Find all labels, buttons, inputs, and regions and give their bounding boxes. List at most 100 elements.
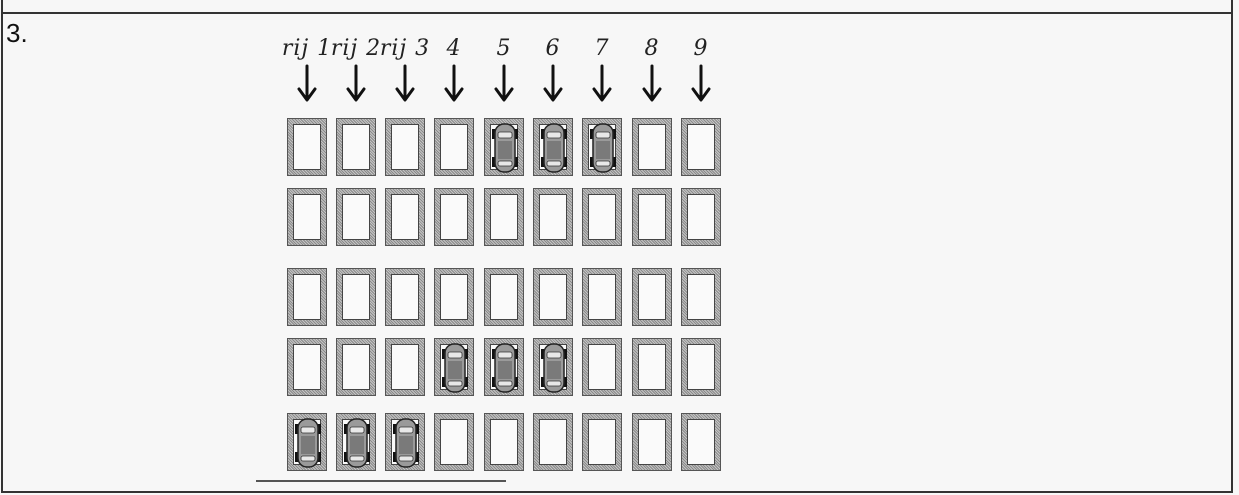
parking-slot bbox=[385, 118, 425, 176]
question-number: 3. bbox=[6, 18, 28, 49]
parking-slot bbox=[533, 188, 573, 246]
parking-slot bbox=[632, 268, 672, 326]
parking-slot bbox=[484, 188, 524, 246]
slot-inner bbox=[687, 344, 715, 390]
slot-inner bbox=[539, 194, 567, 240]
slot-inner bbox=[490, 194, 518, 240]
slot-inner bbox=[539, 419, 567, 465]
car-icon bbox=[590, 123, 616, 173]
car-icon bbox=[442, 343, 468, 393]
parking-slot bbox=[632, 118, 672, 176]
slot-inner bbox=[342, 274, 370, 320]
parking-slot bbox=[434, 188, 474, 246]
down-arrow-icon bbox=[492, 64, 516, 104]
down-arrow-icon bbox=[590, 64, 614, 104]
parking-slot-occupied bbox=[582, 118, 622, 176]
down-arrow-icon bbox=[640, 64, 664, 104]
slot-inner bbox=[342, 194, 370, 240]
slot-inner bbox=[440, 274, 468, 320]
parking-slot bbox=[533, 413, 573, 471]
parking-slot-occupied bbox=[484, 118, 524, 176]
parking-slot bbox=[434, 118, 474, 176]
parking-slot bbox=[582, 268, 622, 326]
car-icon bbox=[492, 123, 518, 173]
car-icon bbox=[541, 343, 567, 393]
car-icon bbox=[541, 123, 567, 173]
slot-inner bbox=[638, 419, 666, 465]
car-icon bbox=[492, 343, 518, 393]
parking-slot bbox=[582, 413, 622, 471]
slot-inner bbox=[293, 194, 321, 240]
parking-slot bbox=[434, 268, 474, 326]
parking-slot bbox=[582, 338, 622, 396]
parking-slot bbox=[484, 268, 524, 326]
parking-slot bbox=[632, 338, 672, 396]
slot-inner bbox=[687, 194, 715, 240]
parking-slot bbox=[681, 268, 721, 326]
slot-inner bbox=[588, 274, 616, 320]
slot-inner bbox=[440, 124, 468, 170]
slot-inner bbox=[588, 419, 616, 465]
parking-slot-occupied bbox=[336, 413, 376, 471]
car-icon bbox=[295, 418, 321, 468]
slot-inner bbox=[588, 344, 616, 390]
parking-slot bbox=[533, 268, 573, 326]
parking-slot bbox=[681, 338, 721, 396]
slot-inner bbox=[588, 194, 616, 240]
slot-inner bbox=[687, 124, 715, 170]
slot-inner bbox=[293, 274, 321, 320]
slot-inner bbox=[342, 124, 370, 170]
parking-slot-occupied bbox=[434, 338, 474, 396]
slot-inner bbox=[440, 194, 468, 240]
slot-inner bbox=[391, 124, 419, 170]
parking-slot bbox=[681, 118, 721, 176]
car-icon bbox=[344, 418, 370, 468]
parking-slot bbox=[582, 188, 622, 246]
parking-slot bbox=[434, 413, 474, 471]
slot-inner bbox=[638, 124, 666, 170]
parking-slot bbox=[336, 268, 376, 326]
down-arrow-icon bbox=[393, 64, 417, 104]
slot-inner bbox=[638, 344, 666, 390]
slot-inner bbox=[391, 274, 419, 320]
answer-underline bbox=[256, 480, 506, 482]
slot-inner bbox=[687, 274, 715, 320]
parking-slot bbox=[287, 188, 327, 246]
parking-slot-occupied bbox=[385, 413, 425, 471]
slot-inner bbox=[687, 419, 715, 465]
down-arrow-icon bbox=[344, 64, 368, 104]
column-label: 9 bbox=[671, 36, 731, 61]
parking-slot bbox=[287, 338, 327, 396]
down-arrow-icon bbox=[295, 64, 319, 104]
parking-slot-occupied bbox=[533, 338, 573, 396]
parking-slot bbox=[632, 413, 672, 471]
slot-inner bbox=[293, 124, 321, 170]
slot-inner bbox=[490, 419, 518, 465]
parking-slot bbox=[385, 268, 425, 326]
slot-inner bbox=[490, 274, 518, 320]
parking-slot bbox=[287, 268, 327, 326]
slot-inner bbox=[293, 344, 321, 390]
parking-slot bbox=[336, 118, 376, 176]
slot-inner bbox=[638, 274, 666, 320]
slot-inner bbox=[391, 344, 419, 390]
parking-slot-occupied bbox=[484, 338, 524, 396]
down-arrow-icon bbox=[689, 64, 713, 104]
slot-inner bbox=[342, 344, 370, 390]
car-icon bbox=[393, 418, 419, 468]
slot-inner bbox=[638, 194, 666, 240]
down-arrow-icon bbox=[541, 64, 565, 104]
slot-inner bbox=[391, 194, 419, 240]
parking-slot bbox=[681, 188, 721, 246]
parking-slot bbox=[336, 188, 376, 246]
parking-slot-occupied bbox=[287, 413, 327, 471]
parking-slot-occupied bbox=[533, 118, 573, 176]
parking-slot bbox=[385, 338, 425, 396]
parking-slot bbox=[681, 413, 721, 471]
parking-slot bbox=[632, 188, 672, 246]
slot-inner bbox=[539, 274, 567, 320]
parking-slot bbox=[385, 188, 425, 246]
slot-inner bbox=[440, 419, 468, 465]
parking-slot bbox=[336, 338, 376, 396]
